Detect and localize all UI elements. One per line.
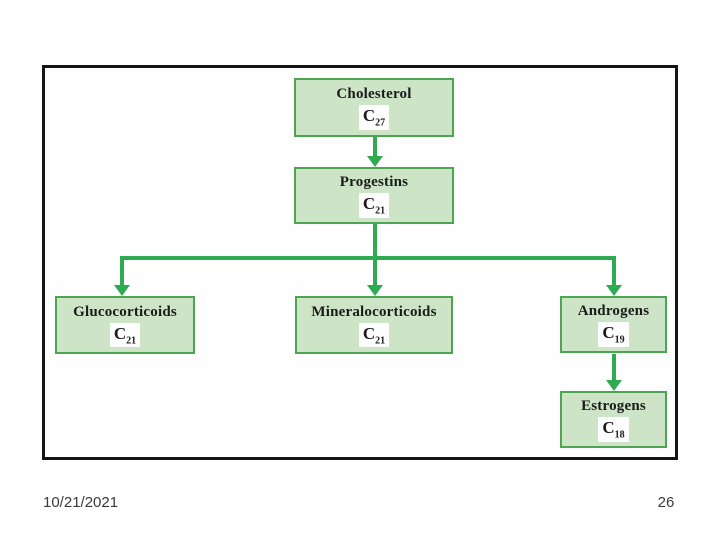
node-label: Cholesterol <box>336 86 412 103</box>
formula-subscript: 27 <box>375 117 386 129</box>
arrowhead-progestins <box>367 156 383 167</box>
formula-chip: C27 <box>358 105 390 130</box>
formula-subscript: 19 <box>614 334 625 346</box>
formula-subscript: 21 <box>126 335 137 347</box>
slide-page-number: 26 <box>657 494 675 511</box>
formula-chip: C21 <box>109 322 141 348</box>
connector-branch-glucocorticoids <box>120 256 124 286</box>
node-glucocorticoids: Glucocorticoids C21 <box>55 296 195 354</box>
arrowhead-androgens <box>606 285 622 296</box>
formula-base: C <box>113 323 127 343</box>
node-label: Androgens <box>577 303 650 320</box>
formula-base: C <box>362 323 376 343</box>
node-cholesterol: Cholesterol C27 <box>294 78 454 137</box>
formula-subscript: 18 <box>614 429 625 441</box>
node-label: Estrogens <box>581 398 646 415</box>
formula-chip: C21 <box>358 193 390 218</box>
arrowhead-mineralocorticoids <box>367 285 383 296</box>
node-progestins: Progestins C21 <box>294 167 454 224</box>
connector-branch-androgens <box>612 256 616 286</box>
node-mineralocorticoids: Mineralocorticoids C21 <box>295 296 453 354</box>
connector-androgens-estrogens <box>612 354 616 381</box>
formula-base: C <box>362 106 376 126</box>
slide-date: 10/21/2021 <box>43 494 119 511</box>
node-label: Glucocorticoids <box>73 303 177 320</box>
formula-subscript: 21 <box>375 335 386 347</box>
formula-chip: C18 <box>598 417 629 442</box>
node-estrogens: Estrogens C18 <box>560 391 667 448</box>
node-androgens: Androgens C19 <box>560 296 667 353</box>
formula-subscript: 21 <box>375 205 386 217</box>
formula-chip: C21 <box>358 322 390 348</box>
arrowhead-glucocorticoids <box>114 285 130 296</box>
node-label: Progestins <box>339 174 409 191</box>
connector-progestins-mineralocorticoids <box>373 223 377 286</box>
arrowhead-estrogens <box>606 380 622 391</box>
formula-base: C <box>602 418 615 438</box>
connector-branch-horizontal <box>120 256 616 260</box>
node-label: Mineralocorticoids <box>311 303 437 320</box>
formula-base: C <box>362 194 376 214</box>
formula-base: C <box>602 323 615 343</box>
formula-chip: C19 <box>598 322 629 347</box>
connector-cholesterol-progestins <box>373 136 377 157</box>
